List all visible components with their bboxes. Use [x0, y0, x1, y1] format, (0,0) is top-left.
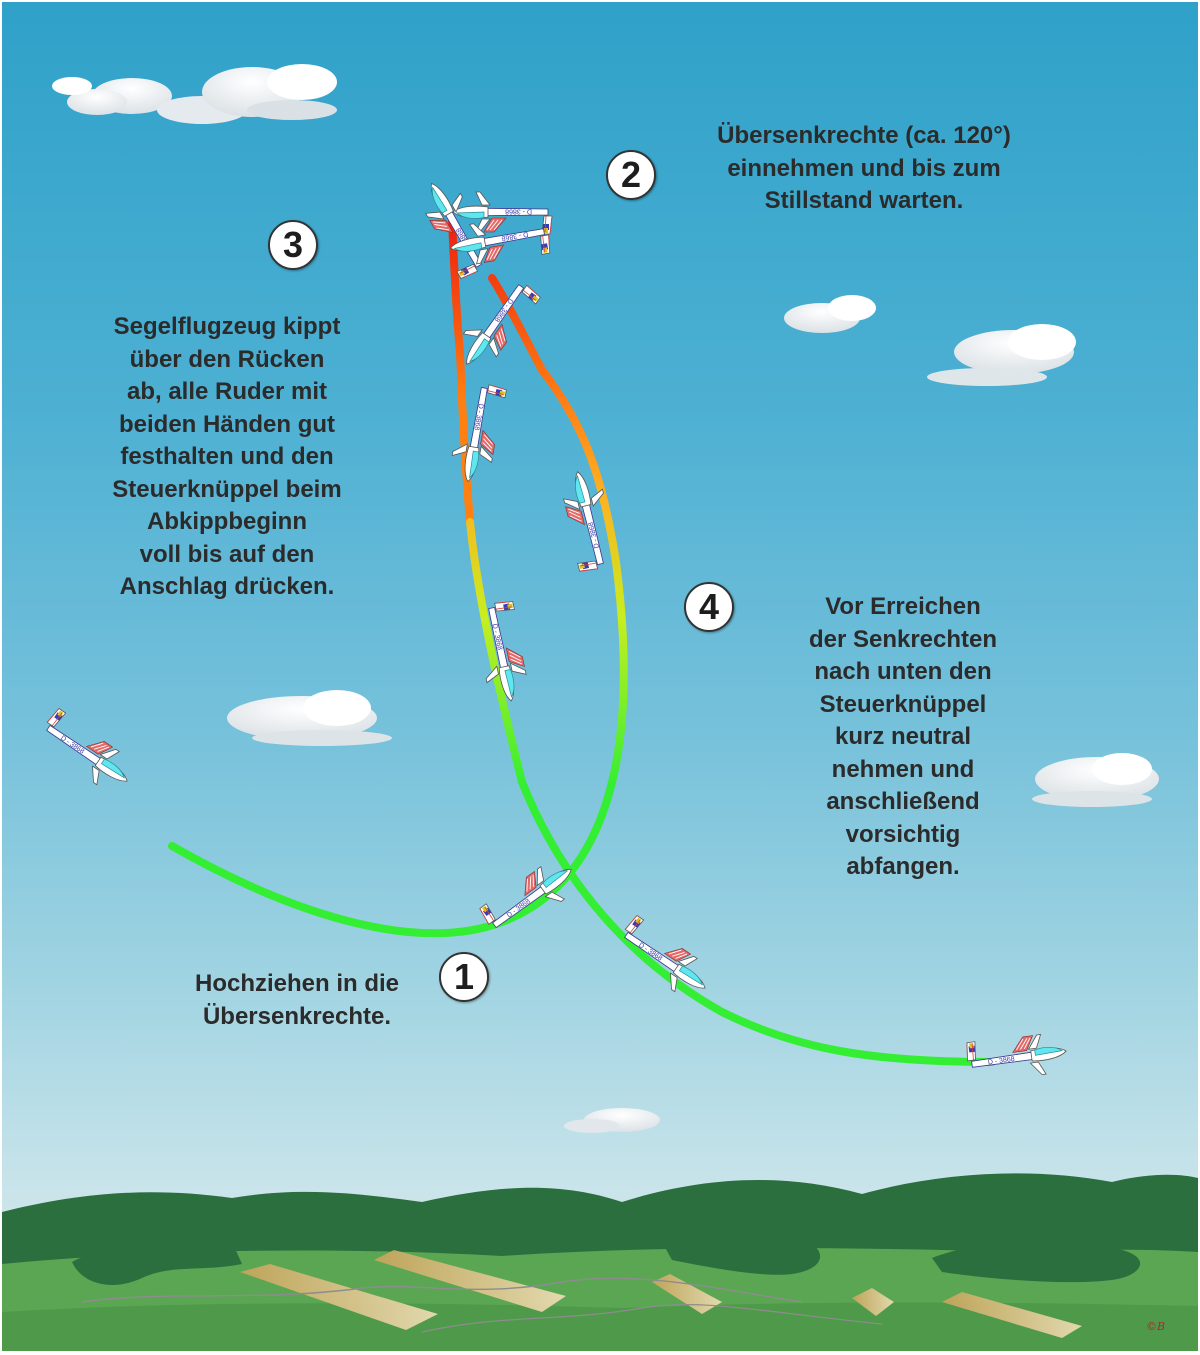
- cloud: [564, 1108, 660, 1133]
- glider: [452, 191, 553, 235]
- step-1-badge: 1: [439, 952, 489, 1002]
- step-4-text: Vor Erreichen der Senkrechten nach unten…: [808, 593, 998, 880]
- pull-up-path: [168, 366, 628, 938]
- step-2-badge: 2: [606, 150, 656, 200]
- step-2-text: Übersenkrechte (ca. 120°) einnehmen und …: [717, 122, 1011, 214]
- step-4-badge: 4: [684, 582, 734, 632]
- glider: [447, 380, 508, 486]
- stall-segment: [488, 274, 546, 374]
- glider: [33, 706, 140, 799]
- landscape: [2, 1173, 1198, 1351]
- cloud: [227, 690, 392, 746]
- step-3-badge: 3: [268, 220, 318, 270]
- glider: [611, 913, 718, 1006]
- cloud: [927, 324, 1076, 386]
- cloud: [52, 64, 337, 124]
- step-1-text: Hochziehen in die Übersenkrechte.: [194, 970, 400, 1030]
- dive-path: [466, 518, 996, 1066]
- glider: [964, 1028, 1070, 1086]
- cloud: [1032, 753, 1159, 807]
- step-3-text: Segelflugzeug kippt über den Rücken ab, …: [112, 313, 342, 600]
- artist-signature: ©B: [1146, 1320, 1166, 1333]
- cloud: [784, 295, 876, 333]
